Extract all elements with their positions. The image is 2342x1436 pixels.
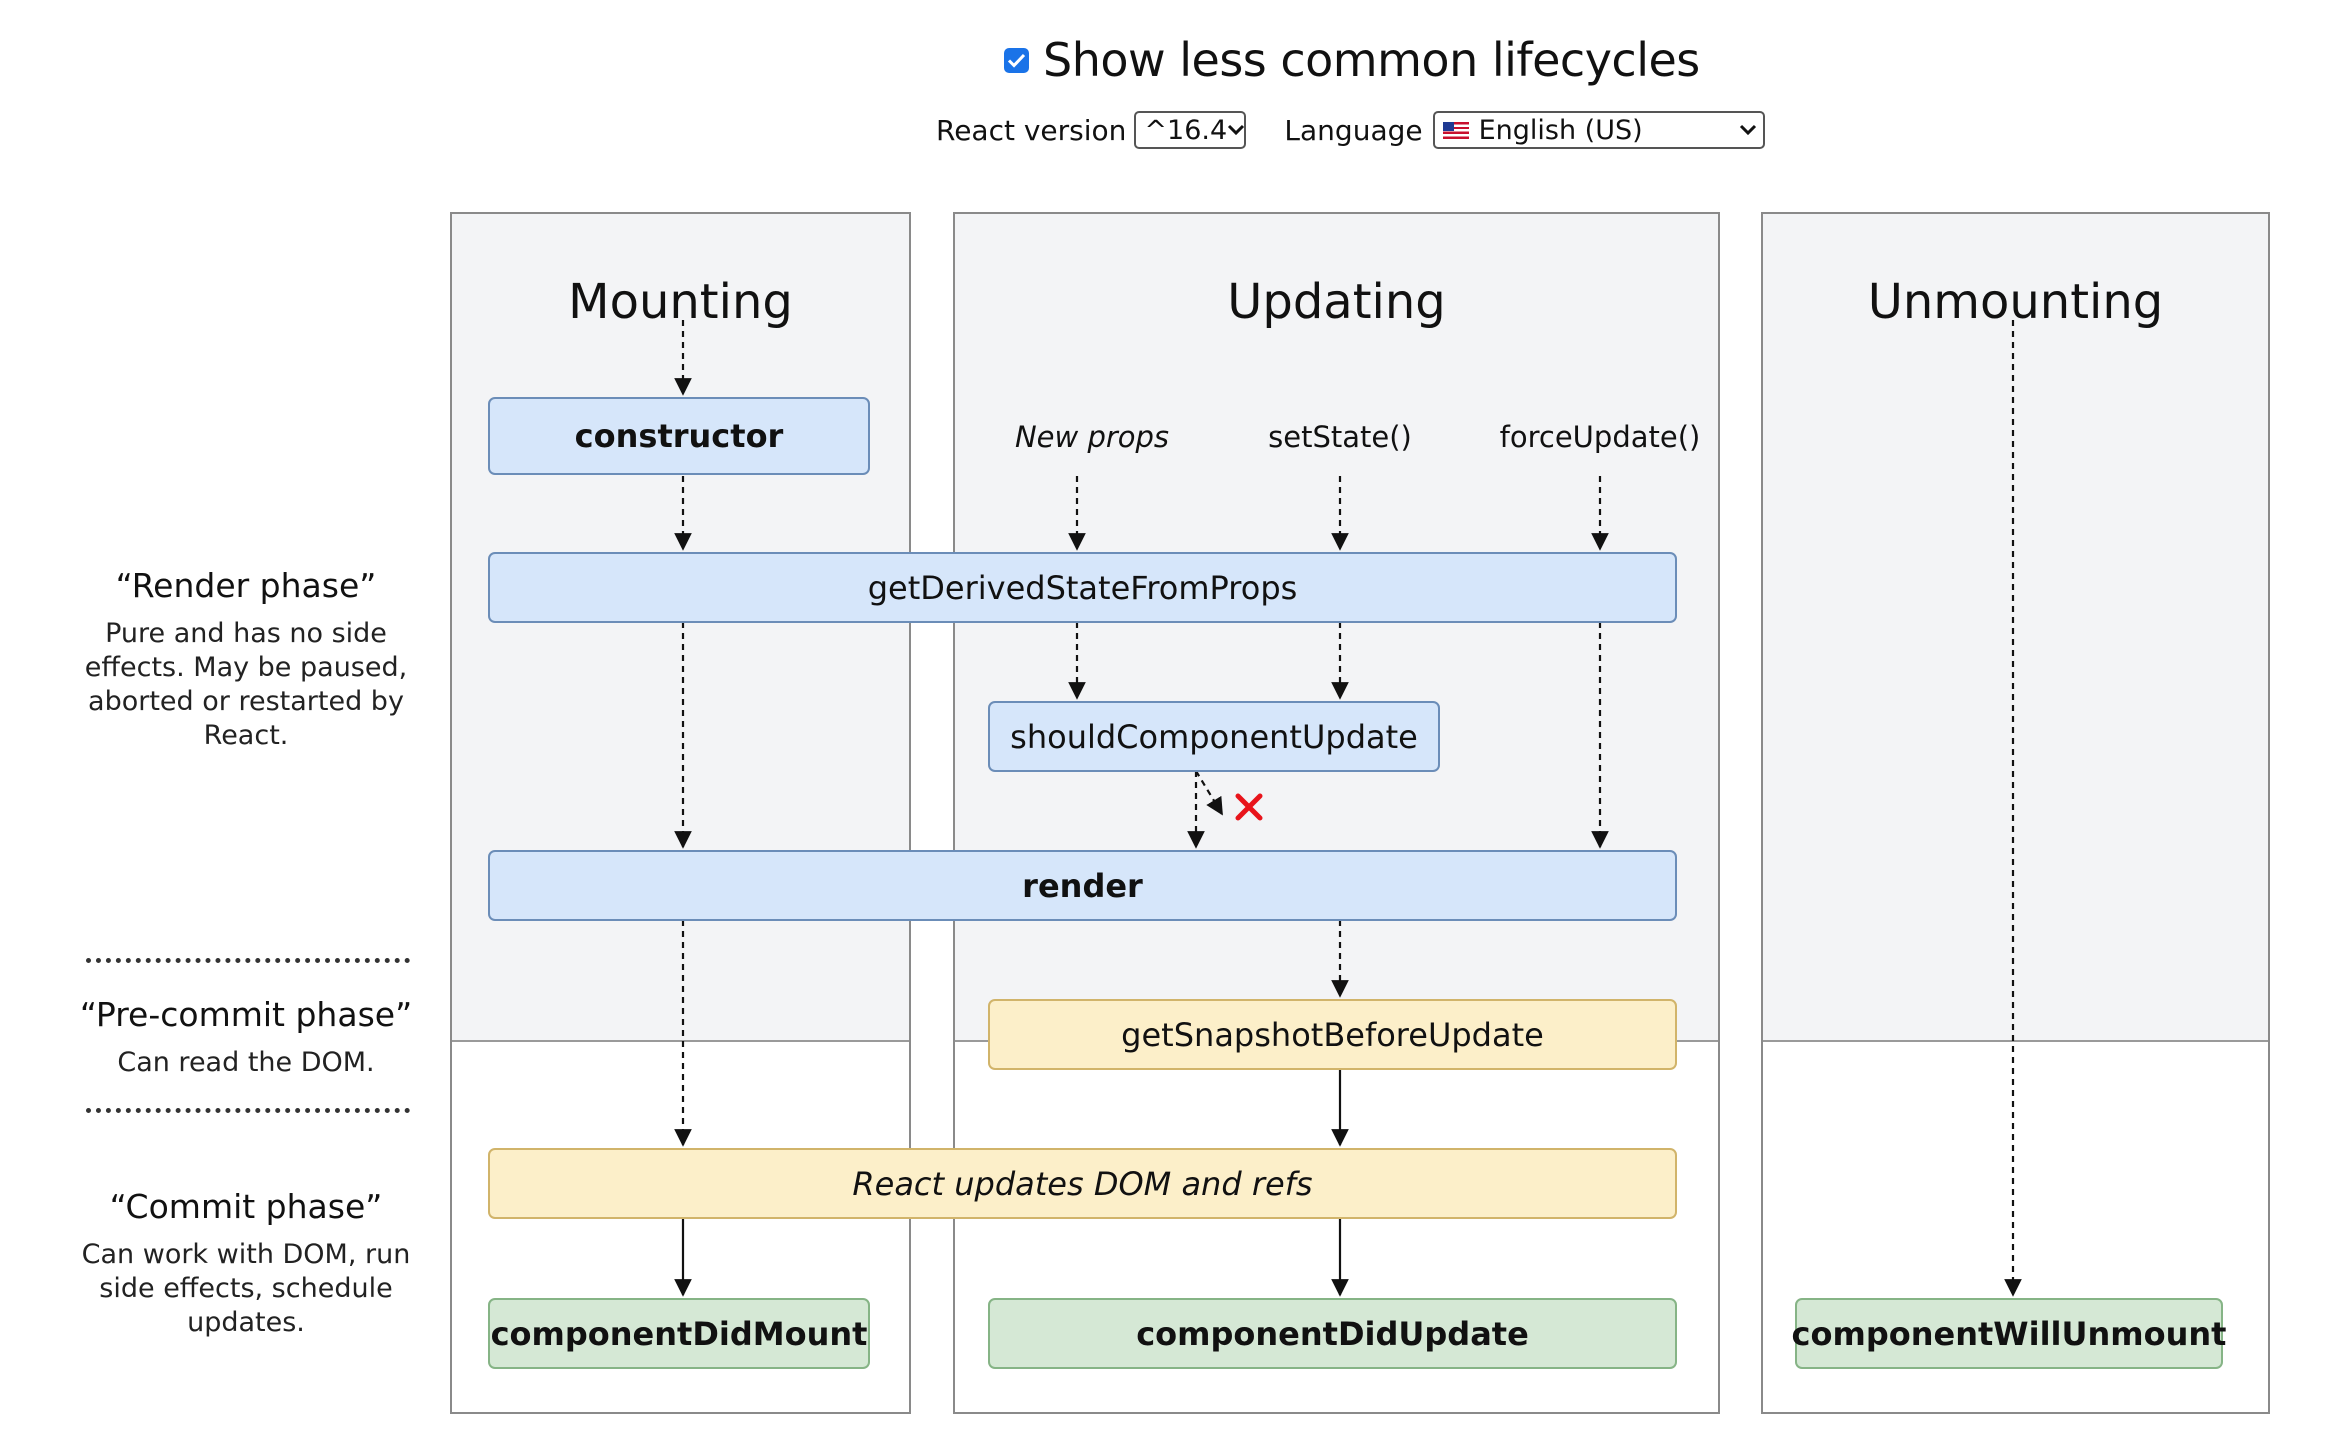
precommit-phase-desc: Can read the DOM. — [117, 1047, 375, 1078]
arrow — [1195, 770, 1223, 816]
precommit-phase-title: “Pre-commit phase” — [79, 995, 413, 1034]
get-derived-state-node: getDerivedStateFromProps — [488, 552, 1677, 623]
react-updates-node: React updates DOM and refs — [488, 1148, 1677, 1219]
checkmark-icon — [1007, 53, 1026, 68]
component-did-mount-node: componentDidMount — [488, 1298, 870, 1369]
render-phase-desc: Pure and has no side effects. May be pau… — [84, 618, 408, 751]
new-props-trigger: New props — [1014, 420, 1170, 454]
react-version-select[interactable]: ^16.4 — [1134, 111, 1247, 149]
language-label: Language — [1284, 113, 1423, 147]
set-state-trigger: setState() — [1268, 420, 1412, 454]
show-less-common-toggle[interactable]: Show less common lifecycles — [1004, 28, 1700, 92]
mounting-title: Mounting — [568, 274, 793, 330]
render-phase-band — [1763, 214, 2268, 1042]
language-select[interactable]: English (US) — [1432, 111, 1765, 149]
show-less-common-checkbox[interactable] — [1004, 47, 1029, 73]
selector-row: React version ^16.4 Language English (US… — [936, 108, 1765, 152]
cancel-x-icon — [1235, 793, 1263, 821]
phase-divider — [86, 958, 410, 963]
show-less-common-label: Show less common lifecycles — [1043, 33, 1700, 87]
render-phase-title: “Render phase” — [115, 566, 377, 605]
get-snapshot-node: getSnapshotBeforeUpdate — [988, 999, 1677, 1070]
chevron-down-icon — [1227, 124, 1245, 136]
component-will-unmount-node: componentWillUnmount — [1792, 1298, 2226, 1369]
should-component-update-node: shouldComponentUpdate — [988, 701, 1440, 772]
react-version-label: React version — [936, 113, 1127, 147]
commit-phase-desc: Can work with DOM, run side effects, sch… — [81, 1239, 411, 1338]
constructor-node: constructor — [488, 397, 870, 475]
unmounting-column: Unmounting — [1761, 212, 2270, 1414]
us-flag-icon — [1442, 121, 1469, 139]
commit-phase-title: “Commit phase” — [109, 1187, 383, 1226]
chevron-down-icon — [1739, 124, 1757, 136]
unmounting-title: Unmounting — [1867, 274, 2164, 330]
component-did-update-node: componentDidUpdate — [988, 1298, 1677, 1369]
react-version-value: ^16.4 — [1144, 114, 1228, 146]
updating-title: Updating — [1227, 274, 1446, 330]
language-value: English (US) — [1478, 114, 1643, 146]
force-update-trigger: forceUpdate() — [1499, 420, 1701, 454]
phase-divider — [86, 1108, 410, 1113]
render-node: render — [488, 850, 1677, 921]
